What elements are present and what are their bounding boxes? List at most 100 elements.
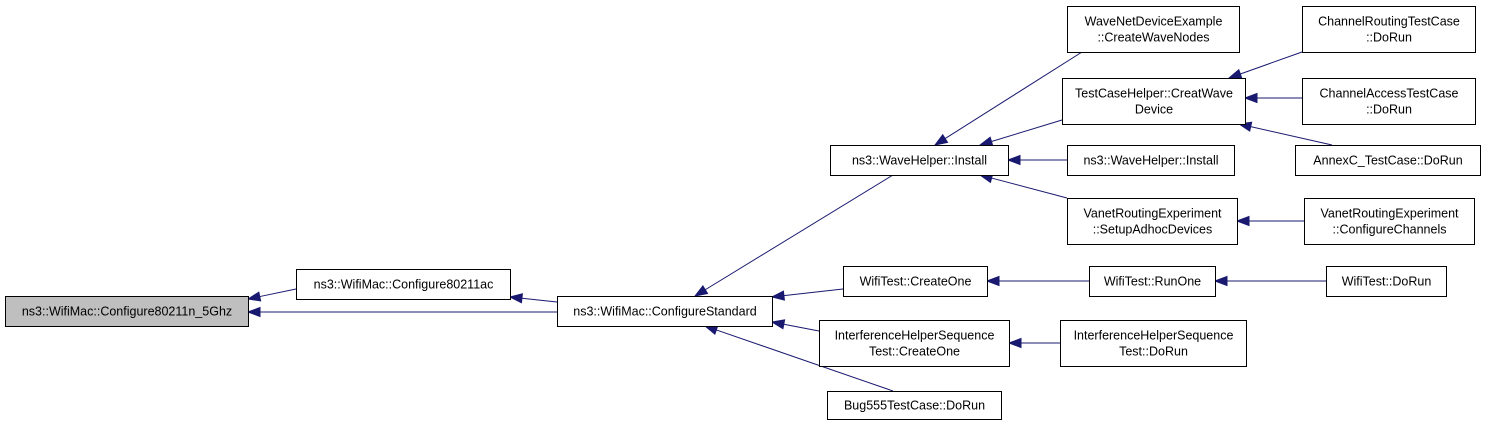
edge-vanet_setupadhoc-to-wavehelper_install: [978, 173, 1068, 199]
edge-line: [521, 297, 558, 303]
arrowhead-icon: [1243, 92, 1258, 104]
node-wifitest_dorun[interactable]: WifiTest::DoRun: [1326, 266, 1447, 297]
edge-configurestandard-to-configure80211ac: [508, 293, 558, 304]
edge-channelrouting_dorun-to-testcasehelper_creatwavedevice: [1227, 51, 1303, 79]
node-bug555_dorun[interactable]: Bug555TestCase::DoRun: [827, 391, 1002, 420]
edge-line: [259, 288, 297, 298]
arrowhead-icon: [933, 133, 949, 146]
node-box: [1302, 78, 1476, 125]
arrowhead-icon: [1227, 68, 1243, 79]
node-box: [830, 145, 1009, 176]
node-label-line: ns3::WaveHelper::Install: [1083, 154, 1218, 168]
node-label-line: InterferenceHelperSequence: [1074, 329, 1234, 343]
arrowhead-icon: [1006, 154, 1021, 166]
node-label-line: TestCaseHelper::CreatWave: [1075, 87, 1233, 101]
edge-line: [704, 174, 894, 291]
arrowhead-icon: [770, 290, 786, 301]
edge-vanet_configurechannels-to-vanet_setupadhoc: [1235, 215, 1304, 227]
node-channelaccess_dorun[interactable]: ChannelAccessTestCase::DoRun: [1302, 78, 1476, 125]
edge-wifitest_dorun-to-wifitest_runone: [1213, 275, 1326, 287]
edge-testcasehelper_creatwavedevice-to-wavehelper_install: [978, 119, 1063, 147]
node-vanet_setupadhoc[interactable]: VanetRoutingExperiment::SetupAdhocDevice…: [1067, 198, 1238, 245]
node-box: [5, 296, 249, 327]
edge-wifitest_createone-to-configurestandard: [770, 288, 844, 301]
edge-line: [716, 329, 894, 392]
node-label-line: ::CreateWaveNodes: [1097, 31, 1209, 45]
node-box: [819, 320, 1010, 367]
node-label-line: VanetRoutingExperiment: [1083, 207, 1222, 221]
node-configure80211n5ghz[interactable]: ns3::WifiMac::Configure80211n_5Ghz: [5, 296, 249, 327]
node-label-line: ::ConfigureChannels: [1333, 223, 1447, 237]
node-box: [296, 269, 511, 300]
arrowhead-icon: [246, 291, 262, 302]
node-wavehelper_install2[interactable]: ns3::WaveHelper::Install: [1067, 145, 1235, 176]
node-annexc_dorun[interactable]: AnnexC_TestCase::DoRun: [1295, 145, 1481, 176]
node-vanet_configurechannels[interactable]: VanetRoutingExperiment::ConfigureChannel…: [1304, 198, 1475, 245]
edge-annexc_dorun-to-testcasehelper_creatwavedevice: [1237, 121, 1333, 146]
nodes-layer: ns3::WifiMac::Configure80211n_5Ghz ns3::W…: [5, 6, 1481, 420]
edge-wavehelper_install-to-configurestandard: [693, 174, 894, 297]
node-configure80211ac[interactable]: ns3::WifiMac::Configure80211ac: [296, 269, 511, 300]
arrowhead-icon: [985, 275, 1000, 287]
node-wavenetdevice_createwavenodes[interactable]: WaveNetDeviceExample::CreateWaveNodes: [1067, 6, 1240, 53]
arrowhead-icon: [693, 285, 709, 297]
edges-layer: [246, 51, 1333, 392]
edge-wifitest_runone-to-wifitest_createone: [985, 275, 1089, 287]
node-label-line: WifiTest::CreateOne: [860, 275, 972, 289]
node-box: [1060, 320, 1247, 367]
node-label-line: ns3::WaveHelper::Install: [852, 154, 987, 168]
node-box: [1304, 198, 1475, 245]
edge-configurestandard-to-configure80211n5ghz: [246, 306, 557, 318]
edge-line: [991, 119, 1063, 142]
node-label-line: ChannelRoutingTestCase: [1318, 15, 1460, 29]
node-wavehelper_install[interactable]: ns3::WaveHelper::Install: [830, 145, 1009, 176]
node-label-line: ::DoRun: [1366, 103, 1412, 117]
node-box: [1067, 198, 1238, 245]
node-label-line: VanetRoutingExperiment: [1320, 207, 1459, 221]
edge-wavenetdevice_createwavenodes-to-wavehelper_install: [933, 51, 1083, 146]
arrowhead-icon: [1007, 337, 1022, 349]
edge-line: [783, 288, 844, 297]
node-label-line: Device: [1135, 103, 1173, 117]
node-label-line: Test::DoRun: [1119, 345, 1188, 359]
node-configurestandard[interactable]: ns3::WifiMac::ConfigureStandard: [557, 296, 773, 327]
node-label-line: ::DoRun: [1366, 31, 1412, 45]
node-label-line: WifiTest::RunOne: [1104, 275, 1201, 289]
arrowhead-icon: [508, 293, 523, 304]
arrowhead-icon: [770, 319, 786, 330]
node-label-line: AnnexC_TestCase::DoRun: [1313, 154, 1462, 168]
arrowhead-icon: [1213, 275, 1228, 287]
edge-line: [1250, 126, 1333, 146]
node-interference_createone[interactable]: InterferenceHelperSequenceTest::CreateOn…: [819, 320, 1010, 367]
edge-line: [944, 51, 1083, 140]
node-label-line: WaveNetDeviceExample: [1085, 15, 1223, 29]
node-box: [1302, 6, 1476, 53]
node-box: [1295, 145, 1481, 176]
edge-channelaccess_dorun-to-testcasehelper_creatwavedevice: [1243, 92, 1302, 104]
node-label-line: InterferenceHelperSequence: [835, 329, 995, 343]
edge-interference_createone-to-configurestandard: [770, 319, 820, 332]
edge-line: [1240, 51, 1303, 75]
node-label-line: ns3::WifiMac::Configure80211ac: [314, 278, 494, 292]
node-box: [1062, 78, 1246, 125]
node-box: [1089, 266, 1216, 297]
edge-configure80211ac-to-configure80211n5ghz: [246, 288, 297, 302]
node-box: [557, 296, 773, 327]
arrowhead-icon: [1235, 215, 1250, 227]
node-label-line: Test::CreateOne: [869, 345, 960, 359]
edge-interference_dorun-to-interference_createone: [1007, 337, 1060, 349]
node-box: [1067, 145, 1235, 176]
node-label-line: ns3::WifiMac::ConfigureStandard: [573, 305, 756, 319]
node-wifitest_runone[interactable]: WifiTest::RunOne: [1089, 266, 1216, 297]
edge-line: [783, 323, 820, 332]
node-label-line: WifiTest::DoRun: [1342, 275, 1432, 289]
node-wifitest_createone[interactable]: WifiTest::CreateOne: [843, 266, 988, 297]
node-label-line: ::SetupAdhocDevices: [1093, 223, 1213, 237]
node-channelrouting_dorun[interactable]: ChannelRoutingTestCase::DoRun: [1302, 6, 1476, 53]
node-label-line: ChannelAccessTestCase: [1320, 87, 1459, 101]
node-box: [827, 391, 1002, 420]
node-label-line: ns3::WifiMac::Configure80211n_5Ghz: [22, 305, 232, 319]
